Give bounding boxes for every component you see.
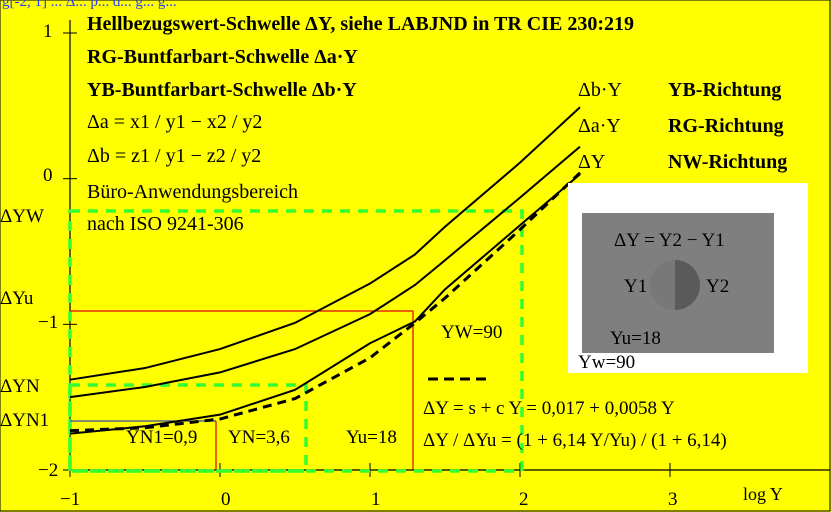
annotation-formula2: ΔY / ΔYu = (1 + 6,14 Y/Yu) / (1 + 6,14) [423, 430, 727, 451]
header-line1: Hellbezugswert-Schwelle ΔY, siehe LABJND… [87, 13, 634, 35]
annotation-yn36: YN=3,6 [228, 427, 290, 448]
series-line-0 [69, 106, 581, 381]
header-line4: Δa = x1 / y1 − x2 / y2 [87, 111, 262, 133]
xtick-label-1: 1 [371, 489, 381, 510]
ymarker-yn1: ΔYN1 [0, 410, 49, 431]
series-line-1 [69, 145, 581, 399]
series-line-2 [69, 173, 581, 435]
xtick-label-0: 0 [221, 489, 231, 510]
ymarker-yn: ΔYN [0, 376, 40, 397]
ytick-label-0: 0 [43, 165, 53, 186]
office-label1: Büro-Anwendungsbereich [87, 181, 298, 203]
xtick-label-2: 2 [519, 489, 529, 510]
inset-y2: Y2 [706, 276, 729, 297]
yn-range-box [68, 383, 308, 473]
top-partial-text: g[-2, 1] ... Δ... p... d... g... g... [2, 0, 177, 10]
annotation-yw90: YW=90 [441, 322, 502, 343]
ymarker-yw: ΔYW [0, 206, 44, 227]
inset-half-right [675, 260, 700, 310]
legend-sym-1: Δa·Y [578, 115, 621, 137]
series-group [69, 106, 582, 435]
inset-yu: Yu=18 [610, 328, 661, 349]
inset-y1: Y1 [624, 276, 647, 297]
xtick-label-neg1: −1 [60, 489, 80, 510]
header-line2: RG-Buntfarbart-Schwelle Δa·Y [87, 46, 358, 68]
header-line3: YB-Buntfarbart-Schwelle Δb·Y [87, 79, 357, 101]
legend-dir-1: RG-Richtung [668, 115, 784, 137]
legend-sym-2: ΔY [578, 151, 605, 173]
x-axis-label: log Y [743, 484, 783, 504]
office-label2: nach ISO 9241-306 [87, 213, 244, 235]
xtick-label-3: 3 [668, 489, 678, 510]
ytick-label-neg1: −1 [38, 312, 58, 333]
yu-reference-line [70, 310, 414, 470]
ytick-label-neg2: −2 [38, 460, 58, 481]
annotation-yu18: Yu=18 [346, 427, 397, 448]
inset-half-left [650, 260, 675, 310]
ymarker-yu: ΔYu [0, 288, 34, 309]
inset-formula: ΔY = Y2 − Y1 [614, 230, 725, 251]
annotation-yn109: YN1=0,9 [126, 427, 197, 448]
legend-sym-0: Δb·Y [578, 79, 622, 101]
header-line5: Δb = z1 / y1 − z2 / y2 [87, 145, 261, 167]
ytick-label-1: 1 [43, 21, 53, 42]
legend-dir-2: NW-Richtung [668, 151, 787, 173]
annotation-formula1: ΔY = s + c Y = 0,017 + 0,0058 Y [423, 398, 675, 419]
legend-dir-0: YB-Richtung [668, 79, 781, 101]
inset-yw: Yw=90 [578, 352, 635, 373]
